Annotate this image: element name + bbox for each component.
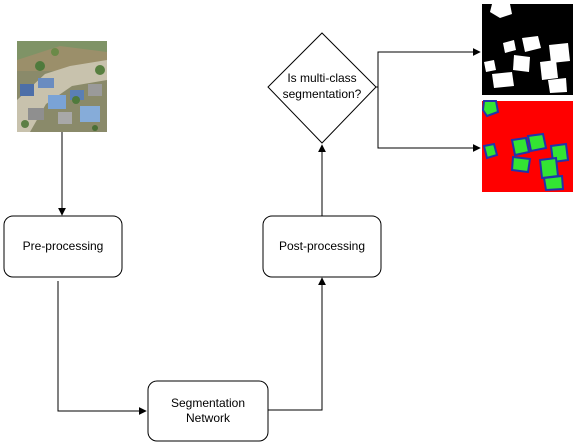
segmentation-network-label-line1: Segmentation bbox=[171, 396, 245, 410]
edge-preprocessing-to-network bbox=[57, 281, 147, 415]
preprocessing-node: Pre-processing bbox=[3, 215, 123, 278]
binary-mask-output bbox=[482, 4, 573, 95]
decision-label-line1: Is multi-class bbox=[287, 71, 356, 85]
postprocessing-node: Post-processing bbox=[262, 215, 382, 278]
postprocessing-label: Post-processing bbox=[279, 239, 365, 253]
segmentation-network-label-line2: Network bbox=[186, 411, 231, 425]
edge-network-to-postprocessing bbox=[268, 277, 326, 411]
decision-node: Is multi-class segmentation? bbox=[267, 32, 377, 144]
preprocessing-label: Pre-processing bbox=[23, 239, 104, 253]
edge-decision-to-multiclass bbox=[377, 87, 481, 152]
decision-label-line2: segmentation? bbox=[283, 87, 362, 101]
edge-decision-to-binary bbox=[376, 48, 481, 88]
segmentation-network-node: Segmentation Network bbox=[147, 380, 269, 442]
input-aerial-image bbox=[17, 41, 107, 132]
multiclass-mask-output bbox=[481, 100, 573, 192]
